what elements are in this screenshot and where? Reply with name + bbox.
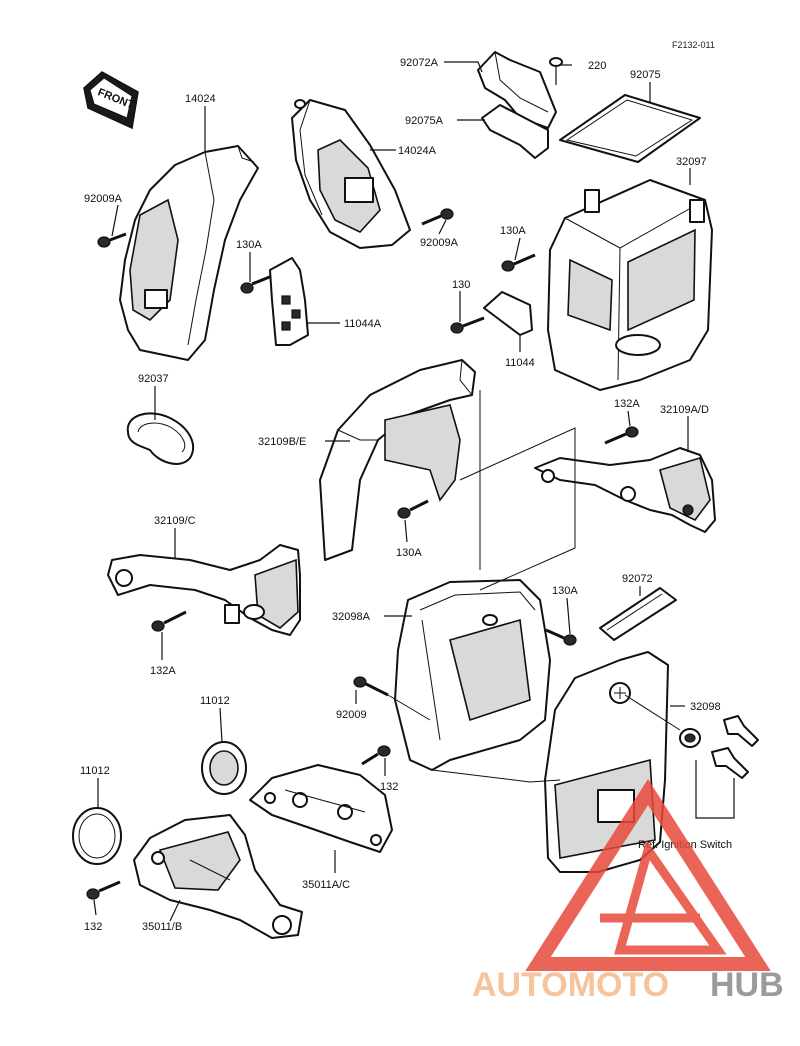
- diagram-code: F2132-011: [672, 40, 715, 50]
- ignition-lock-icon: [679, 728, 701, 748]
- bolt-220-icon: [549, 57, 563, 85]
- part-32109BE-handle: [319, 359, 476, 561]
- part-11044A-bracket: [269, 257, 309, 346]
- label-132-low: 132: [84, 921, 102, 933]
- part-92037-clamp: [126, 412, 195, 465]
- label-92072: 92072: [622, 573, 653, 585]
- label-130A-mid: 130A: [396, 547, 422, 559]
- label-32109C: 32109/C: [154, 515, 196, 527]
- label-92075: 92075: [630, 69, 661, 81]
- part-92072A-bracket: [477, 51, 557, 129]
- part-35011AC-bracket: [249, 764, 393, 853]
- ignition-key-icon: [711, 715, 759, 779]
- bolt-130A-low-icon: [545, 628, 577, 646]
- label-220: 220: [588, 60, 606, 72]
- part-32109C-grip: [107, 544, 301, 636]
- label-32109BE: 32109B/E: [258, 436, 306, 448]
- label-130A-right: 130A: [500, 225, 526, 237]
- label-11044A: 11044A: [344, 318, 382, 330]
- part-92075-pad: [559, 94, 701, 163]
- bolt-130A-top-icon: [240, 274, 273, 294]
- bolt-132A-right-icon: [604, 426, 639, 445]
- label-32097: 32097: [676, 156, 707, 168]
- label-130A-low: 130A: [552, 585, 578, 597]
- part-labels: 92072A 220 92075 92075A 14024 14024A 320…: [80, 57, 732, 933]
- part-32109AD-grip: [534, 447, 716, 533]
- bolt-132-mid-icon: [361, 745, 391, 766]
- label-132A-left: 132A: [150, 665, 176, 677]
- label-11012-b: 11012: [80, 765, 110, 777]
- label-35011AC: 35011A/C: [302, 879, 350, 891]
- part-11012-cap: [72, 807, 122, 865]
- leader-lines: [93, 61, 691, 922]
- bolt-92009A-left-icon: [97, 232, 127, 248]
- bolt-92009-icon: [353, 676, 389, 697]
- label-92037: 92037: [138, 373, 169, 385]
- part-35011B-bracket: [133, 814, 303, 939]
- label-11012-a: 11012: [200, 695, 230, 707]
- label-32109AD: 32109A/D: [660, 404, 709, 416]
- part-11044-bracket: [483, 291, 533, 336]
- ignition-bracket-line: [695, 760, 735, 819]
- part-92075A-bracket: [481, 104, 549, 159]
- part-32098A-box-inner: [394, 579, 551, 771]
- label-11044: 11044: [505, 357, 535, 369]
- label-92009A-left: 92009A: [84, 193, 123, 205]
- label-132-mid: 132: [380, 781, 398, 793]
- watermark-text-part1: AUTOMOTO: [472, 966, 669, 1004]
- label-14024A: 14024A: [398, 145, 437, 157]
- front-arrow-icon: FRONT: [83, 71, 139, 130]
- bolt-92009A-mid-icon: [421, 208, 454, 226]
- assembly-lines: [387, 390, 681, 783]
- label-130: 130: [452, 279, 470, 291]
- bolt-130-icon: [450, 316, 485, 334]
- label-32098: 32098: [690, 701, 721, 713]
- watermark: AUTOMOTO HUB: [472, 779, 784, 1004]
- part-11012-grommet: [201, 741, 247, 795]
- label-130A-top: 130A: [236, 239, 262, 251]
- part-32097-battery-case: [547, 179, 713, 391]
- part-92072-strap: [599, 587, 677, 641]
- label-92075A: 92075A: [405, 115, 444, 127]
- label-92072A: 92072A: [400, 57, 439, 69]
- label-14024: 14024: [185, 93, 216, 105]
- bolt-130A-right-icon: [501, 253, 536, 272]
- bolt-130A-mid-icon: [397, 499, 429, 519]
- watermark-text-part2: HUB: [710, 966, 784, 1004]
- label-132A-right: 132A: [614, 398, 640, 410]
- part-14024-cover: [119, 145, 259, 361]
- label-92009: 92009: [336, 709, 367, 721]
- label-32098A: 32098A: [332, 611, 371, 623]
- bolt-132A-left-icon: [151, 610, 187, 632]
- label-35011B: 35011/B: [142, 921, 182, 933]
- bolt-132-low-icon: [86, 880, 121, 900]
- watermark-logo-icon: [525, 779, 771, 971]
- label-92009A-mid: 92009A: [420, 237, 459, 249]
- part-14024A-cover: [291, 99, 411, 249]
